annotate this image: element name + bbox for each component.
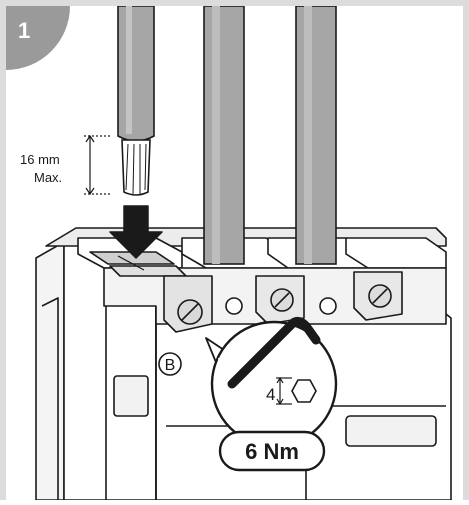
installed-cable-2 — [295, 5, 337, 265]
installed-cables — [203, 5, 337, 265]
terminal-label: B — [165, 357, 176, 374]
step-number: 1 — [18, 18, 30, 43]
terminal-clamp-3 — [353, 271, 403, 321]
terminal-clamp-b — [163, 275, 213, 333]
step-badge: 1 — [6, 6, 70, 70]
installation-diagram: 1 — [6, 5, 452, 501]
new-cable — [117, 5, 155, 196]
stripped-conductor — [121, 139, 151, 196]
installed-cable-1 — [203, 5, 245, 265]
strip-length-note: Max. — [34, 170, 62, 185]
down-arrow-icon — [109, 205, 163, 271]
strip-length-value: 16 mm — [20, 152, 60, 167]
hex-key-detail: 4 — [205, 316, 338, 448]
illustration-panel: 1 — [6, 5, 463, 501]
strip-length-dimension — [84, 134, 112, 196]
torque-value: 6 Nm — [245, 439, 299, 464]
hex-key-icon — [227, 316, 321, 389]
hex-key-size: 4 — [266, 385, 275, 404]
torque-badge: 6 Nm — [218, 430, 326, 472]
terminal-label-b: B — [158, 352, 182, 376]
terminal-clamp-2 — [255, 275, 305, 325]
hexagon-icon — [291, 379, 317, 403]
